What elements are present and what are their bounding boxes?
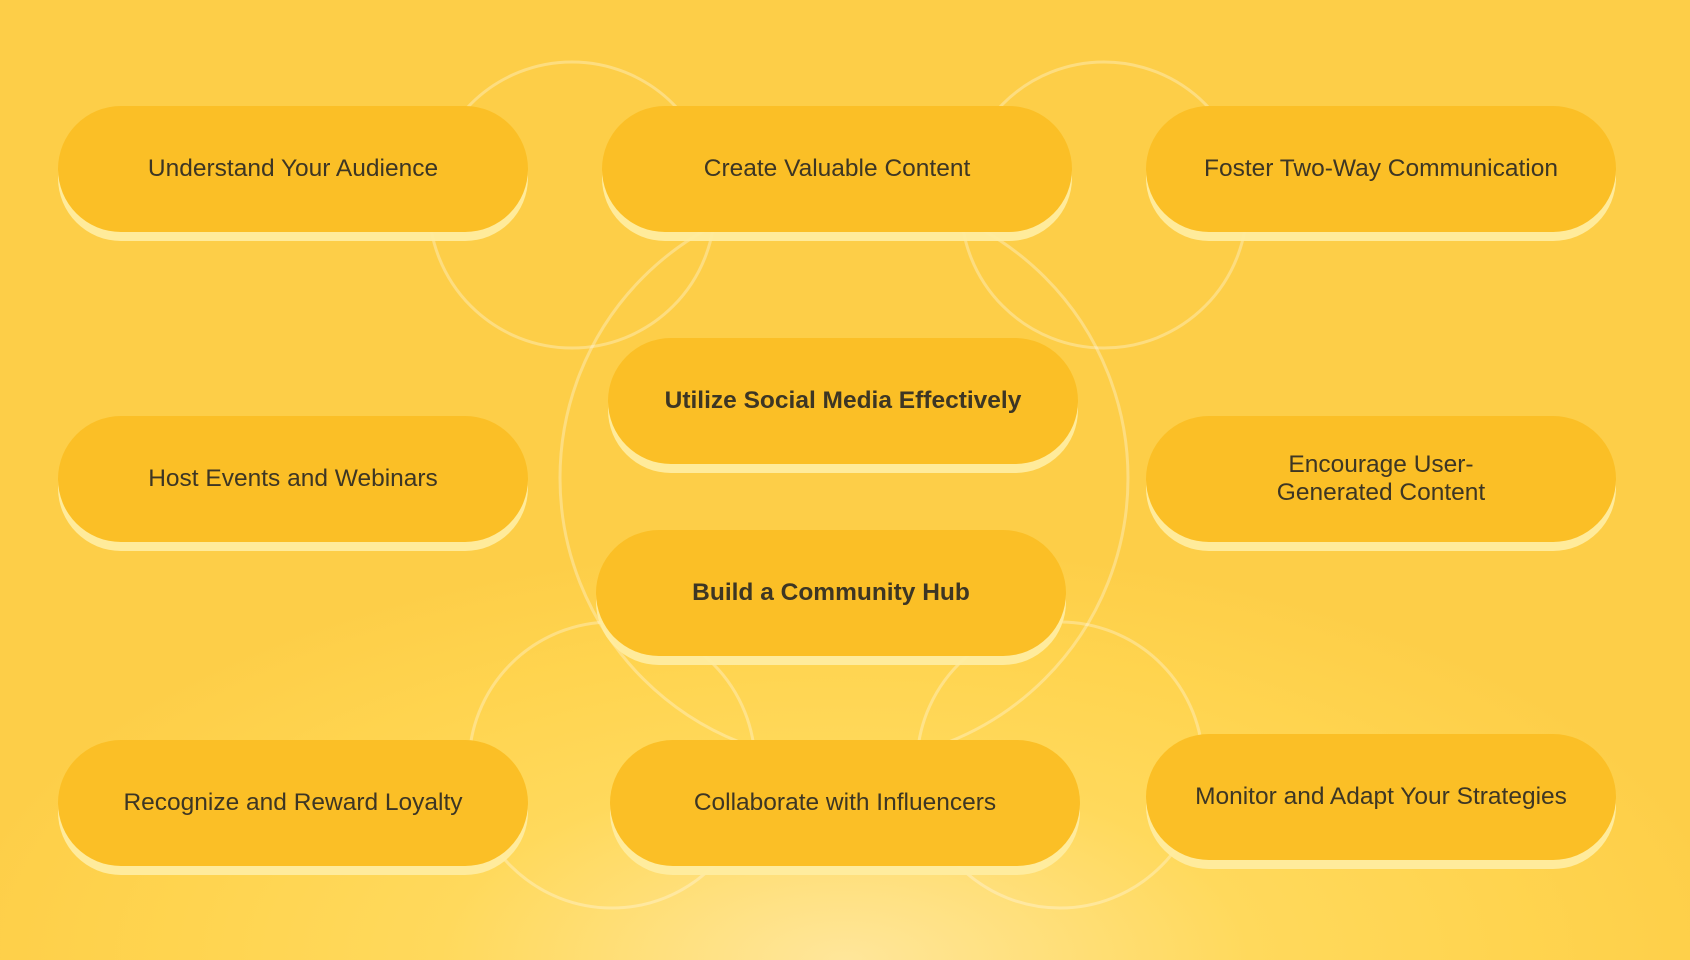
node-label: Recognize and Reward Loyalty — [123, 789, 463, 816]
ring-center — [558, 192, 1130, 764]
node-label: Foster Two-Way Communication — [1204, 155, 1558, 182]
node-host-events-and-webinars: Host Events and Webinars — [58, 416, 528, 542]
node-utilize-social-media-effectively: Utilize Social Media Effectively — [608, 338, 1078, 464]
node-label: Collaborate with Influencers — [693, 789, 997, 816]
node-build-a-community-hub: Build a Community Hub — [596, 530, 1066, 656]
node-label: Monitor and Adapt Your Strategies — [1195, 783, 1567, 810]
node-encourage-user-generated-content: Encourage User-Generated Content — [1146, 416, 1616, 542]
node-monitor-and-adapt-your-strategies: Monitor and Adapt Your Strategies — [1146, 734, 1616, 860]
node-understand-your-audience: Understand Your Audience — [58, 106, 528, 232]
node-label: Encourage User-Generated Content — [1276, 451, 1486, 506]
node-collaborate-with-influencers: Collaborate with Influencers — [610, 740, 1080, 866]
node-foster-two-way-communication: Foster Two-Way Communication — [1146, 106, 1616, 232]
node-label: Create Valuable Content — [703, 155, 971, 182]
node-label: Host Events and Webinars — [148, 465, 438, 492]
node-create-valuable-content: Create Valuable Content — [602, 106, 1072, 232]
node-recognize-and-reward-loyalty: Recognize and Reward Loyalty — [58, 740, 528, 866]
node-label: Build a Community Hub — [692, 579, 970, 606]
node-label: Understand Your Audience — [147, 155, 439, 182]
node-label: Utilize Social Media Effectively — [664, 387, 1022, 414]
